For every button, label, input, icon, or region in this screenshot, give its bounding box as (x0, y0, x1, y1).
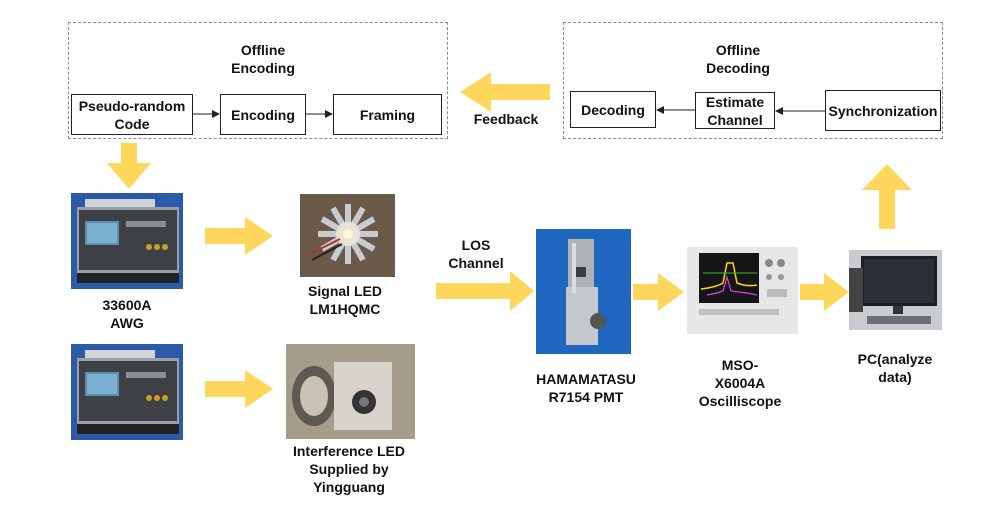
pc-photo (849, 250, 942, 330)
oscilloscope-photo (687, 247, 798, 334)
pmt-photo (536, 229, 631, 354)
code-to-encoding-arrowhead (212, 110, 220, 118)
sync-to-estimate-arrowhead (775, 107, 783, 115)
pmt-label: HAMAMATASU R7154 PMT (536, 371, 636, 405)
framing-box: Framing (333, 94, 442, 135)
encoding-box: Encoding (220, 94, 306, 135)
scope-to-pc-arrow (800, 273, 849, 311)
encoding-to-framing-arrowhead (325, 110, 333, 118)
awg-to-signal-led-arrow (205, 217, 273, 255)
feedback-label: Feedback (473, 111, 539, 127)
awg-label: 33600A AWG (102, 297, 152, 331)
offline-encoding-title: Offline Encoding (231, 42, 295, 76)
synchronization-box: Synchronization (825, 90, 941, 131)
awg-to-interference-led-arrow (205, 370, 273, 408)
pmt-to-scope-arrow (633, 273, 684, 311)
pseudo-random-code-box: Pseudo-random Code (71, 94, 193, 135)
awg-photo-2 (71, 344, 183, 440)
interference-led-label: Interference LED Supplied by Yingguang (292, 443, 406, 495)
pc-to-sync-arrow (862, 164, 912, 229)
offline-decoding-title: Offline Decoding (706, 42, 770, 76)
estimate-to-decoding-arrowhead (656, 106, 664, 114)
signal-led-label: Signal LED LM1HQMC (308, 283, 382, 317)
oscilloscope-label: MSO- X6004A Oscilliscope (698, 357, 782, 409)
offline-encoding-panel (68, 22, 448, 139)
signal-led-photo (300, 194, 395, 277)
code-to-awg-arrow (107, 143, 151, 189)
decoding-box: Decoding (570, 91, 656, 128)
estimate-channel-box: Estimate Channel (695, 92, 775, 129)
los-channel-arrow (436, 271, 534, 311)
offline-decoding-panel (563, 22, 943, 139)
los-channel-label: LOS Channel (448, 237, 504, 271)
awg-photo-1 (71, 193, 183, 289)
interference-led-photo (286, 344, 415, 439)
feedback-arrow (460, 72, 550, 112)
pc-label: PC(analyze data) (857, 351, 933, 385)
